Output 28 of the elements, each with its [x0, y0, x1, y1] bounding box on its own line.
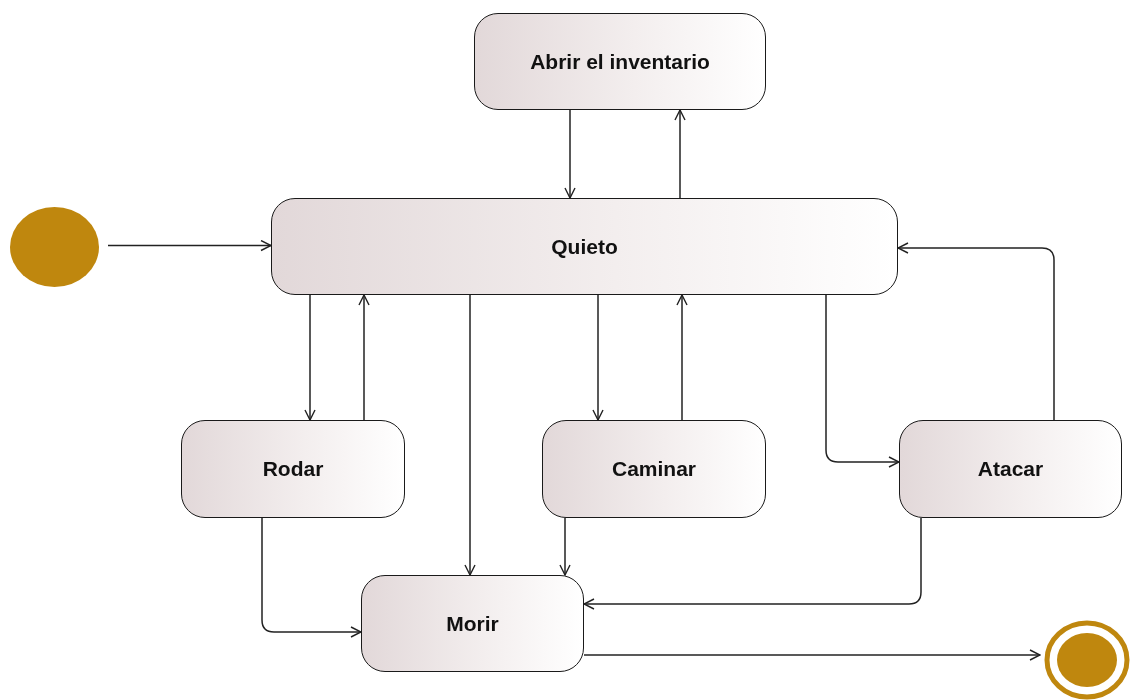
state-label: Abrir el inventario [529, 49, 711, 74]
arrow [583, 517, 922, 610]
arrow [897, 242, 1055, 421]
arrow [107, 239, 272, 252]
arrow [564, 109, 576, 199]
final-state-symbol [1044, 620, 1130, 700]
arrow [592, 294, 604, 421]
state-label: Atacar [976, 457, 1045, 481]
arrow [674, 109, 686, 199]
state-box [361, 575, 584, 672]
arrow [358, 294, 370, 421]
arrow [825, 294, 900, 468]
state-box [542, 420, 766, 518]
state-box [899, 420, 1122, 518]
initial-state-circle [10, 207, 99, 287]
arrow [559, 517, 571, 576]
state-label: Rodar [261, 457, 325, 481]
state-label: Morir [445, 611, 500, 636]
arrow [676, 294, 688, 421]
state-box [181, 420, 405, 518]
state-box [474, 13, 766, 110]
arrow [304, 294, 316, 421]
state-label: Caminar [611, 457, 697, 481]
arrow [261, 517, 362, 638]
arrow [464, 294, 476, 576]
arrow [583, 649, 1041, 661]
state-label: Quieto [550, 234, 619, 259]
state-box [271, 198, 898, 295]
